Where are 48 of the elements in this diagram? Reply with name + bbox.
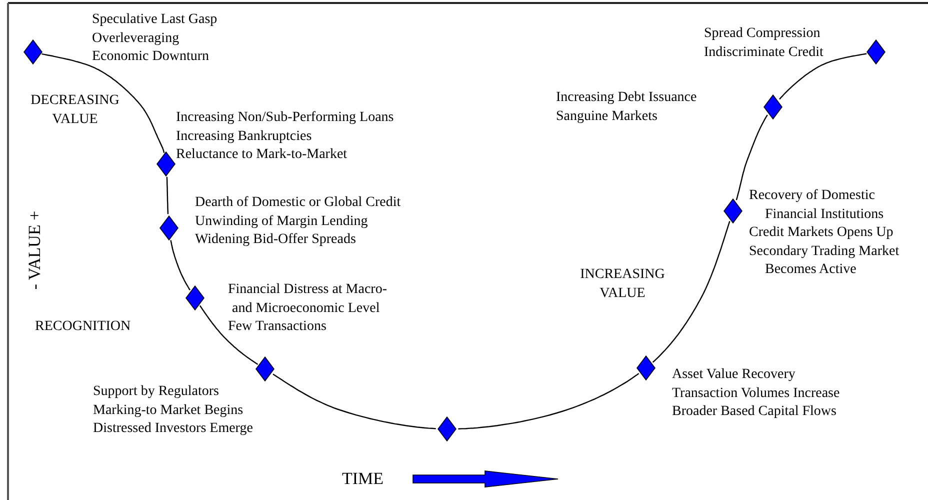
annotation-text: Marking-to Market Begins <box>93 402 244 420</box>
annotation-text: Widening Bid-Offer Spreads <box>195 231 357 249</box>
annotation-text: Speculative Last Gasp <box>92 11 218 29</box>
annotation-text: Overleveraging <box>92 30 180 48</box>
annotation-text: Increasing Non/Sub-Performing Loans <box>176 109 394 127</box>
diamond-marker <box>438 417 456 441</box>
annotation-text: Increasing Bankruptcies <box>176 128 313 146</box>
axis-label: TIME <box>342 470 384 488</box>
diamond-marker <box>867 40 885 64</box>
annotation-text: Unwinding of Margin Lending <box>195 212 369 230</box>
annotation-text: Asset Value Recovery <box>672 366 796 384</box>
annotation-text: Financial Distress at Macro- and Microeconomic Level <box>228 281 388 318</box>
annotation-text: Reluctance to Mark-to-Market <box>176 146 348 164</box>
curve-segment <box>42 53 165 154</box>
annotation-text: Indiscriminate Credit <box>704 44 824 62</box>
annotation-text: Few Transactions <box>228 318 328 336</box>
annotation-text: Secondary Trading Market Becomes Active <box>749 242 900 279</box>
phase-label: RECOGNITION <box>35 318 131 336</box>
annotation-text: Spread Compression <box>704 25 822 43</box>
curve-segment <box>458 373 640 430</box>
annotation-text: Transaction Volumes Increase <box>672 384 840 402</box>
diamond-marker <box>637 356 655 380</box>
curve-segment <box>166 176 169 214</box>
diamond-marker <box>186 286 204 310</box>
axis-label: - VALUE + <box>26 210 44 290</box>
annotation-text: Credit Markets Opens Up <box>749 224 894 242</box>
annotation-text: Sanguine Markets <box>556 108 658 126</box>
diamond-marker <box>160 216 178 240</box>
diamond-marker <box>157 152 175 176</box>
diamond-marker <box>24 40 42 64</box>
diamond-marker <box>256 357 274 381</box>
diamond-marker <box>724 199 742 223</box>
curve-segment <box>200 305 258 365</box>
annotation-text: Broader Based Capital Flows <box>672 403 838 421</box>
curve-segment <box>170 240 190 290</box>
annotation-text: Economic Downturn <box>92 48 210 66</box>
annotation-text: Dearth of Domestic or Global Credit <box>195 194 401 212</box>
curve-segment <box>272 374 436 430</box>
phase-label: DECREASING VALUE <box>30 92 120 128</box>
curve-segment <box>652 221 730 363</box>
annotation-text: Support by Regulators <box>93 383 220 401</box>
curve-segment <box>779 53 867 100</box>
annotation-text: Distressed Investors Emerge <box>93 420 253 438</box>
phase-label: INCREASING VALUE <box>579 266 666 302</box>
annotation-text: Increasing Debt Issuance <box>556 89 697 107</box>
curve-segment <box>736 114 768 200</box>
diamond-marker <box>764 95 782 119</box>
annotation-text: Recovery of Domestic Financial Institutions <box>749 187 885 224</box>
